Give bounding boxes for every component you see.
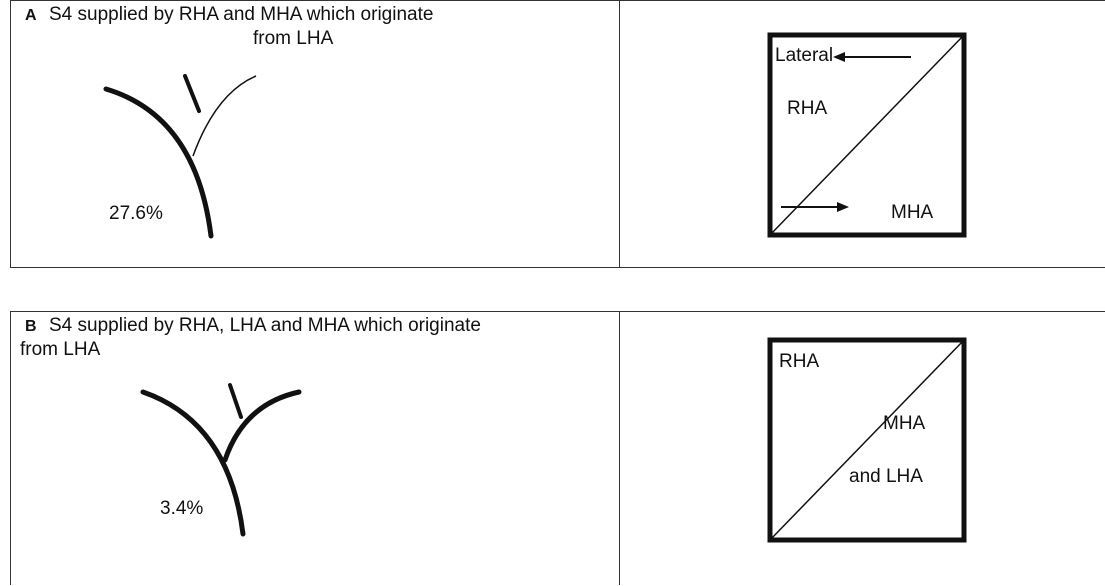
panel-b-label-rha: RHA	[779, 351, 820, 372]
panel-a: A S4 supplied by RHA and MHA which origi…	[10, 0, 1105, 268]
panel-b-caption-line1: S4 supplied by RHA, LHA and MHA which or…	[49, 315, 481, 336]
panel-a-label-rha: RHA	[787, 98, 828, 119]
panel-a-thin-branch	[192, 75, 257, 157]
panel-b-branch-diagram	[140, 383, 302, 537]
panel-a-branch-diagram	[103, 74, 257, 239]
panel-a-caption-line1: S4 supplied by RHA and MHA which origina…	[49, 4, 434, 25]
panel-a-caption-line2: from LHA	[253, 28, 334, 49]
panel-a-letter: A	[25, 7, 37, 24]
panel-b-percentage: 3.4%	[160, 498, 204, 519]
panel-a-short-branch	[183, 74, 201, 113]
panel-b-label-mha: MHA	[883, 413, 926, 434]
panel-a-main-vessel	[103, 86, 214, 239]
panel-a-label-lateral: Lateral	[775, 45, 834, 66]
panel-a-label-mha: MHA	[891, 202, 934, 223]
panel-b-caption-line2: from LHA	[20, 339, 101, 360]
panel-b-main-vessel	[140, 389, 246, 537]
panel-b: B S4 supplied by RHA, LHA and MHA which …	[10, 311, 1105, 585]
panel-a-divider	[619, 1, 620, 267]
panel-a-percentage: 27.6%	[109, 203, 163, 224]
panel-a-arrowhead-left-icon	[833, 52, 845, 62]
panel-b-thick-branch	[222, 389, 302, 463]
panel-b-label-lha: and LHA	[849, 466, 923, 487]
panel-b-divider	[619, 312, 620, 585]
panel-b-letter: B	[25, 318, 37, 335]
panel-a-arrowhead-right-icon	[837, 202, 849, 212]
panel-b-short-branch	[228, 383, 243, 419]
